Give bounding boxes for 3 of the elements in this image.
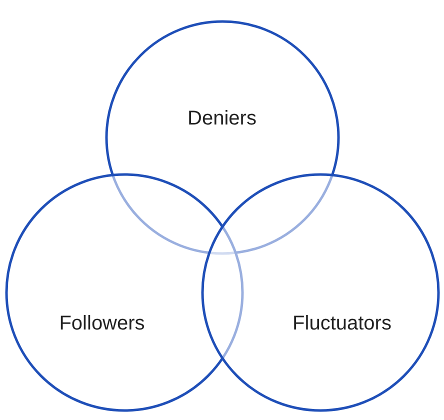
circle-label: Followers: [59, 312, 145, 336]
circle-label: Deniers: [188, 108, 256, 130]
circle-label: Fluctuators: [292, 312, 392, 336]
